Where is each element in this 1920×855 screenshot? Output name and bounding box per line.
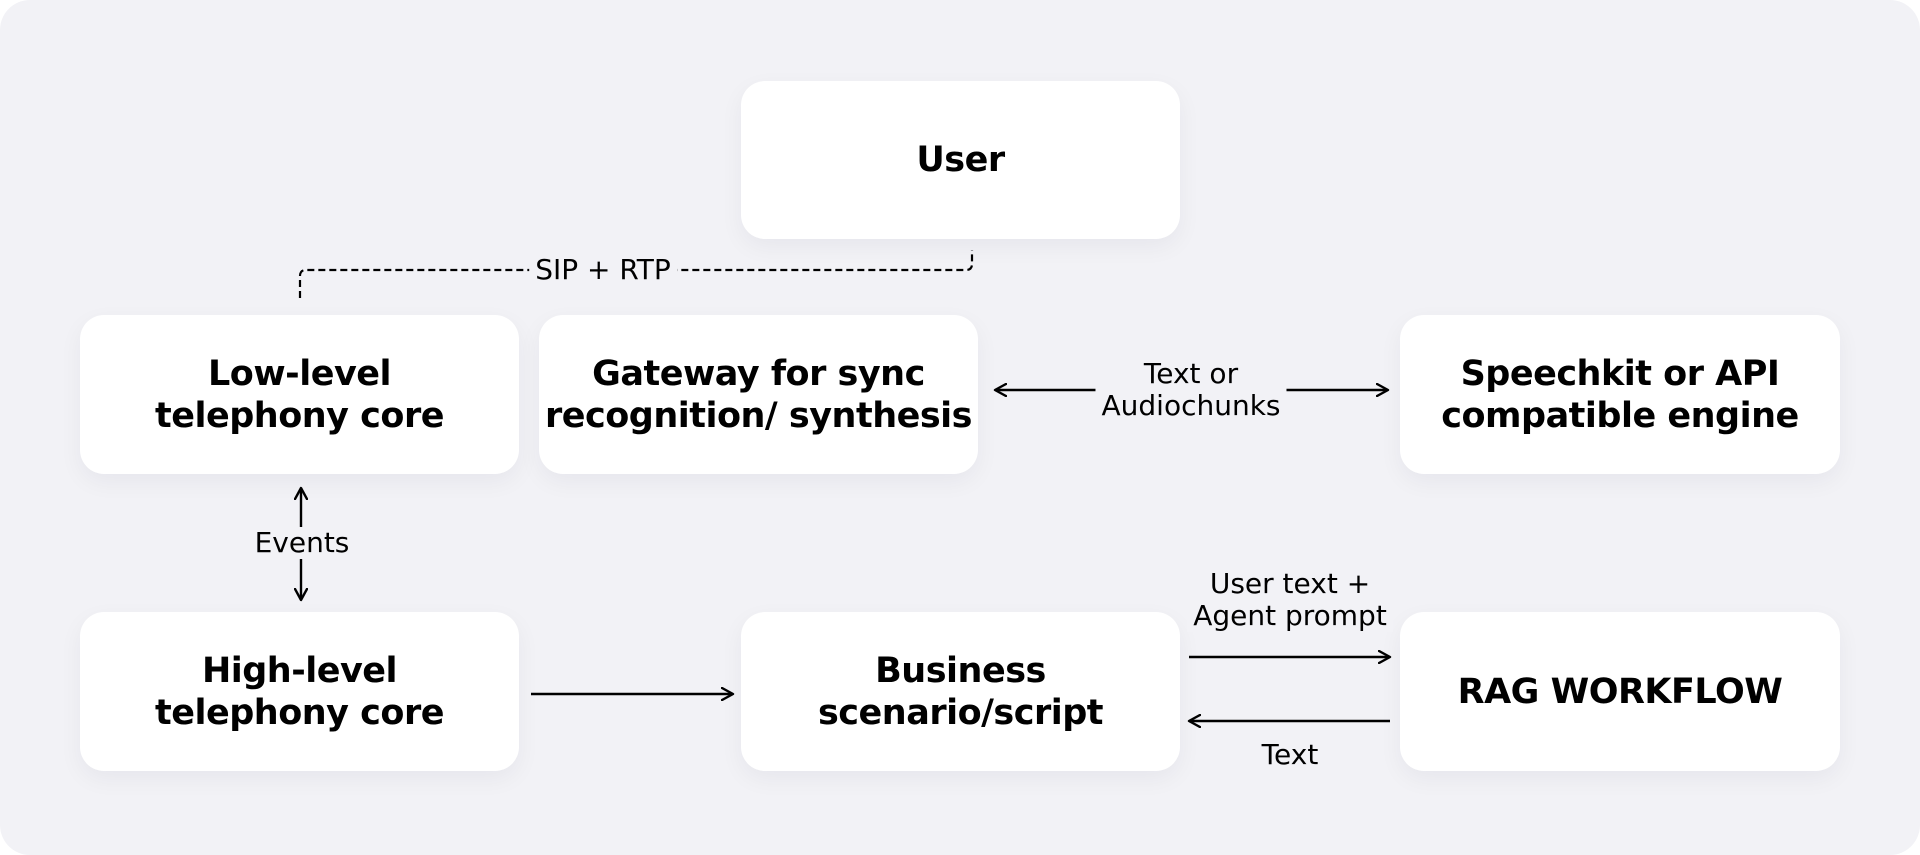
node-high-level-telephony-core: High-level telephony core xyxy=(80,612,519,771)
edge-text-audio-label: Text or Audiochunks xyxy=(1095,358,1287,422)
node-speechkit-engine: Speechkit or API compatible engine xyxy=(1400,315,1840,474)
node-user: User xyxy=(741,81,1180,239)
node-low-level-telephony-core: Low-level telephony core xyxy=(80,315,519,474)
node-high-level-label: High-level telephony core xyxy=(155,650,444,733)
node-speechkit-label: Speechkit or API compatible engine xyxy=(1441,353,1799,436)
edge-sip-rtp-line xyxy=(298,250,974,298)
node-business-scenario: Business scenario/script xyxy=(741,612,1180,771)
edge-events-label: Events xyxy=(248,527,356,559)
node-gateway-label: Gateway for sync recognition/ synthesis xyxy=(544,353,973,436)
node-gateway: Gateway for sync recognition/ synthesis xyxy=(539,315,978,474)
edge-user-text-prompt-label: User text + Agent prompt xyxy=(1187,568,1393,632)
edge-sip-rtp-label: SIP + RTP xyxy=(529,254,677,286)
node-user-label: User xyxy=(916,140,1005,180)
node-rag-workflow: RAG WORKFLOW xyxy=(1400,612,1840,771)
node-business-label: Business scenario/script xyxy=(817,650,1104,733)
node-low-level-label: Low-level telephony core xyxy=(155,353,444,436)
node-rag-label: RAG WORKFLOW xyxy=(1457,671,1783,712)
edge-text-back-label: Text xyxy=(1255,739,1325,771)
